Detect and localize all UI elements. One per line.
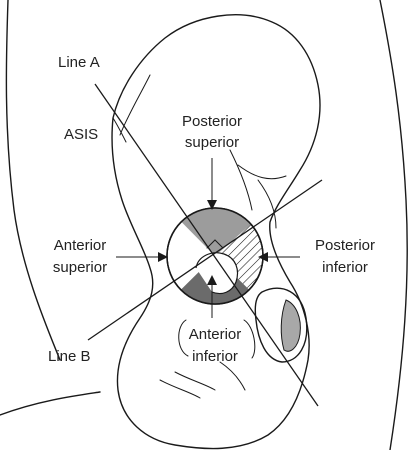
line-b [87,179,323,341]
pelvic-bone [111,14,321,450]
label-line-a: Line A [58,54,100,71]
body-outline [0,0,408,450]
label-asis: ASIS [64,126,98,143]
quadrant-posterior-inferior [215,208,263,304]
acetabular-fossa [195,252,239,295]
label-posterior-superior-line1: Posterior [182,113,242,130]
quadrant-posterior-superior [167,208,263,256]
label-anterior-superior-line1: Anterior [54,237,107,254]
label-anterior-superior-line2: superior [53,259,107,276]
label-anterior-inferior-line2: inferior [192,348,238,365]
label-posterior-superior-line2: superior [185,134,239,151]
leader-arrows [116,158,300,359]
line-a [94,83,319,407]
label-line-b: Line B [48,348,91,365]
label-posterior-inferior-line1: Posterior [315,237,375,254]
label-posterior-inferior-line2: inferior [322,259,368,276]
label-anterior-inferior-line1: Anterior [189,326,242,343]
